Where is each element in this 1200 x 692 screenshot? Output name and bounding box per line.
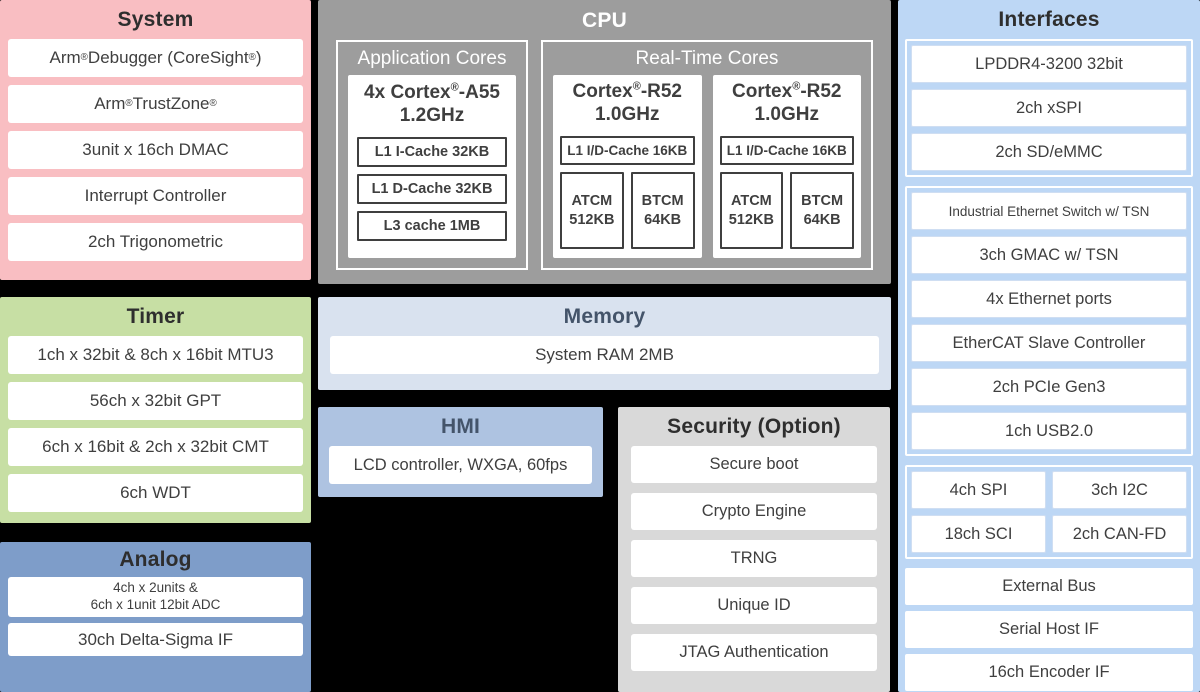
cortex-a55-name: 4x Cortex®-A55 1.2GHz: [364, 81, 500, 127]
interface-item-usb: 1ch USB2.0: [911, 412, 1187, 450]
analog-item-delta-sigma: 30ch Delta-Sigma IF: [8, 623, 303, 656]
cpu-body: Application Cores 4x Cortex®-A55 1.2GHz …: [318, 40, 891, 270]
memory-item-system-ram: System RAM 2MB: [330, 336, 879, 374]
interface-item-ethercat: EtherCAT Slave Controller: [911, 324, 1187, 362]
analog-block: Analog 4ch x 2units & 6ch x 1unit 12bit …: [0, 542, 311, 692]
application-cores-block: Application Cores 4x Cortex®-A55 1.2GHz …: [336, 40, 528, 270]
security-item-secure-boot: Secure boot: [631, 446, 877, 483]
timer-item-cmt: 6ch x 16bit & 2ch x 32bit CMT: [8, 428, 303, 466]
analog-item-adc: 4ch x 2units & 6ch x 1unit 12bit ADC: [8, 577, 303, 617]
interfaces-network-group: Industrial Ethernet Switch w/ TSN 3ch GM…: [905, 186, 1193, 456]
hmi-item-lcd-controller: LCD controller, WXGA, 60fps: [329, 446, 592, 484]
system-item-debugger: Arm® Debugger (CoreSight®): [8, 39, 303, 77]
interface-item-i2c: 3ch I2C: [1052, 471, 1187, 509]
r52-atcm-2: ATCM 512KB: [719, 172, 784, 249]
security-item-crypto-engine: Crypto Engine: [631, 493, 877, 530]
interface-item-pcie: 2ch PCIe Gen3: [911, 368, 1187, 406]
r52-cache-2: L1 I/D-Cache 16KB: [719, 136, 854, 166]
r52-cache-1: L1 I/D-Cache 16KB: [560, 136, 695, 166]
interface-item-lpddr4: LPDDR4-3200 32bit: [911, 45, 1187, 83]
analog-title: Analog: [119, 548, 192, 571]
realtime-cores-block: Real-Time Cores Cortex®-R52 1.0GHz L1 I/…: [541, 40, 873, 270]
hmi-items: LCD controller, WXGA, 60fps: [318, 446, 603, 484]
security-block: Security (Option) Secure boot Crypto Eng…: [618, 407, 890, 692]
timer-items: 1ch x 32bit & 8ch x 16bit MTU3 56ch x 32…: [0, 336, 311, 512]
cortex-r52-card-1: Cortex®-R52 1.0GHz L1 I/D-Cache 16KB ATC…: [553, 75, 702, 258]
interface-item-gmac: 3ch GMAC w/ TSN: [911, 236, 1187, 274]
interfaces-block: Interfaces LPDDR4-3200 32bit 2ch xSPI 2c…: [898, 0, 1200, 692]
security-title: Security (Option): [667, 415, 841, 438]
interfaces-memory-group: LPDDR4-3200 32bit 2ch xSPI 2ch SD/eMMC: [905, 39, 1193, 177]
system-items: Arm® Debugger (CoreSight®) Arm® TrustZon…: [0, 39, 311, 261]
hmi-title: HMI: [440, 415, 481, 438]
system-block: System Arm® Debugger (CoreSight®) Arm® T…: [0, 0, 311, 280]
a55-l1-icache: L1 I-Cache 32KB: [357, 137, 507, 168]
system-item-trigonometric: 2ch Trigonometric: [8, 223, 303, 261]
memory-title: Memory: [563, 305, 646, 328]
cpu-title: CPU: [582, 9, 627, 32]
a55-l3-cache: L3 cache 1MB: [357, 211, 507, 242]
interfaces-serial-group: 4ch SPI 3ch I2C 18ch SCI 2ch CAN-FD: [905, 465, 1193, 559]
memory-items: System RAM 2MB: [318, 336, 891, 374]
timer-item-wdt: 6ch WDT: [8, 474, 303, 512]
application-cores-label: Application Cores: [357, 48, 507, 69]
interface-item-xspi: 2ch xSPI: [911, 89, 1187, 127]
security-items: Secure boot Crypto Engine TRNG Unique ID…: [618, 446, 890, 671]
r52-btcm-1: BTCM 64KB: [630, 172, 695, 249]
interfaces-body: LPDDR4-3200 32bit 2ch xSPI 2ch SD/eMMC I…: [898, 39, 1200, 691]
memory-block: Memory System RAM 2MB: [318, 297, 891, 390]
interface-item-external-bus: External Bus: [905, 568, 1193, 605]
interface-item-sd-emmc: 2ch SD/eMMC: [911, 133, 1187, 171]
interfaces-other-items: External Bus Serial Host IF 16ch Encoder…: [905, 568, 1193, 691]
interface-item-ethernet-ports: 4x Ethernet ports: [911, 280, 1187, 318]
interface-item-encoder-if: 16ch Encoder IF: [905, 654, 1193, 691]
security-item-unique-id: Unique ID: [631, 587, 877, 624]
analog-items: 4ch x 2units & 6ch x 1unit 12bit ADC 30c…: [0, 577, 311, 656]
realtime-cards: Cortex®-R52 1.0GHz L1 I/D-Cache 16KB ATC…: [553, 75, 861, 258]
r52-btcm-2: BTCM 64KB: [790, 172, 854, 249]
interface-item-sci: 18ch SCI: [911, 515, 1046, 553]
interface-item-can-fd: 2ch CAN-FD: [1052, 515, 1187, 553]
interface-item-spi: 4ch SPI: [911, 471, 1046, 509]
security-item-jtag-authentication: JTAG Authentication: [631, 634, 877, 671]
timer-item-gpt: 56ch x 32bit GPT: [8, 382, 303, 420]
security-item-trng: TRNG: [631, 540, 877, 577]
interface-item-serial-host-if: Serial Host IF: [905, 611, 1193, 648]
r52-tcm-row-1: ATCM 512KB BTCM 64KB: [560, 172, 695, 249]
system-item-dmac: 3unit x 16ch DMAC: [8, 131, 303, 169]
timer-title: Timer: [126, 305, 185, 328]
cortex-r52-name-1: Cortex®-R52 1.0GHz: [572, 80, 683, 126]
realtime-cores-label: Real-Time Cores: [635, 48, 779, 69]
system-item-interrupt-controller: Interrupt Controller: [8, 177, 303, 215]
r52-atcm-1: ATCM 512KB: [560, 172, 624, 249]
system-item-trustzone: Arm® TrustZone®: [8, 85, 303, 123]
system-title: System: [117, 8, 194, 31]
interface-item-ethernet-switch: Industrial Ethernet Switch w/ TSN: [911, 192, 1187, 230]
timer-item-mtu3: 1ch x 32bit & 8ch x 16bit MTU3: [8, 336, 303, 374]
hmi-block: HMI LCD controller, WXGA, 60fps: [318, 407, 603, 497]
cortex-a55-card: 4x Cortex®-A55 1.2GHz L1 I-Cache 32KB L1…: [348, 75, 516, 258]
r52-tcm-row-2: ATCM 512KB BTCM 64KB: [719, 172, 854, 249]
cortex-r52-name-2: Cortex®-R52 1.0GHz: [732, 80, 842, 126]
a55-l1-dcache: L1 D-Cache 32KB: [357, 174, 507, 205]
cpu-block: CPU Application Cores 4x Cortex®-A55 1.2…: [318, 0, 891, 284]
cortex-r52-card-2: Cortex®-R52 1.0GHz L1 I/D-Cache 16KB ATC…: [712, 75, 861, 258]
interfaces-title: Interfaces: [998, 8, 1100, 31]
timer-block: Timer 1ch x 32bit & 8ch x 16bit MTU3 56c…: [0, 297, 311, 523]
